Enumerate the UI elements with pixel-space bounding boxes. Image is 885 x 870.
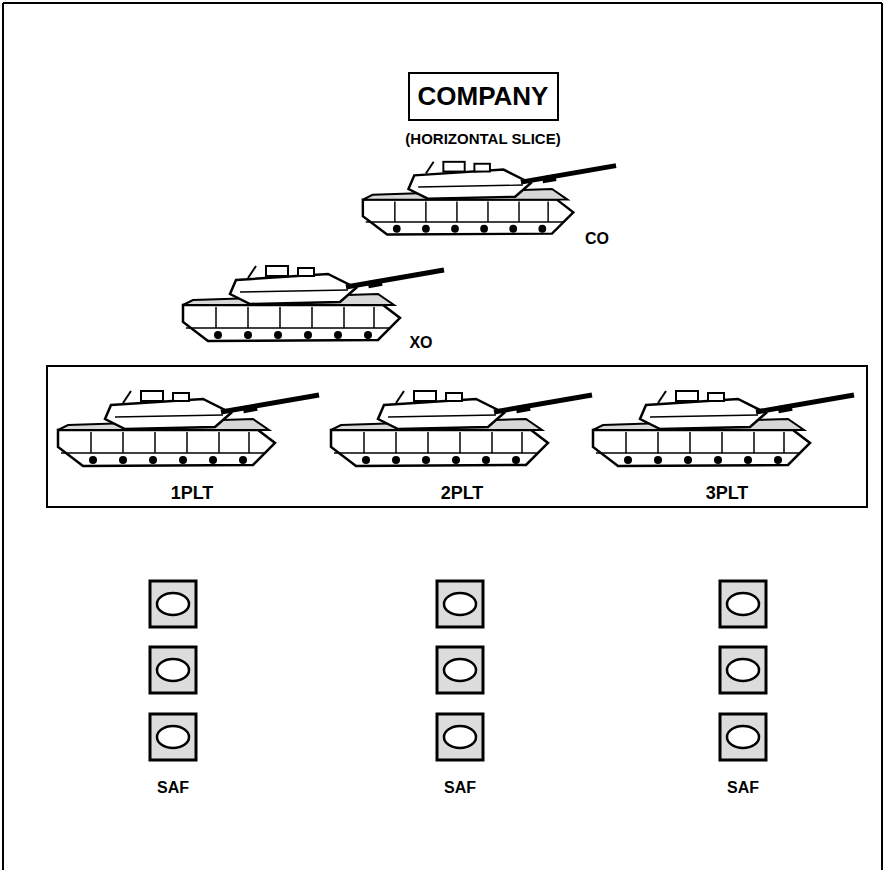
platoon-box: 1PLT 2PLT 3PLT: [46, 365, 868, 508]
platoon-label: 2PLT: [441, 484, 484, 504]
tank-label: CO: [585, 230, 609, 248]
platoon-label: 3PLT: [706, 484, 749, 504]
subtitle-text: (HORIZONTAL SLICE): [405, 131, 560, 148]
title-box-text: COMPANY: [418, 82, 549, 111]
platoon-label: 1PLT: [171, 484, 214, 504]
title-box: COMPANY(HORIZONTAL SLICE): [408, 72, 559, 121]
saf-label: SAF: [157, 779, 189, 797]
tank-label: XO: [409, 334, 432, 352]
saf-label: SAF: [727, 779, 759, 797]
saf-label: SAF: [444, 779, 476, 797]
